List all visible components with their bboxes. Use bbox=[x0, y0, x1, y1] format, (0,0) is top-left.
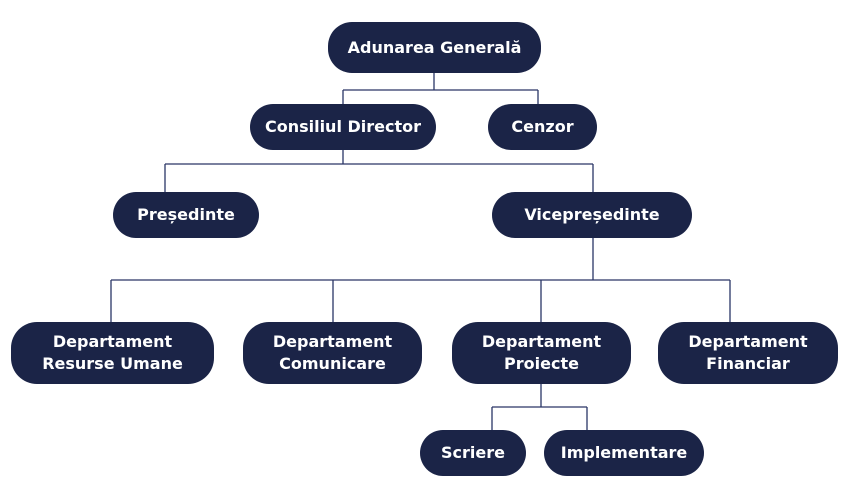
node-dept-communication-line2: Comunicare bbox=[279, 354, 386, 373]
connector-vice-president bbox=[110, 238, 731, 322]
node-dept-finance: Departament Financiar bbox=[658, 322, 838, 384]
node-dept-projects-line2: Proiecte bbox=[504, 354, 579, 373]
node-writing: Scriere bbox=[420, 430, 526, 476]
node-dept-finance-line1: Departament bbox=[688, 332, 808, 351]
connector-board bbox=[164, 150, 594, 192]
node-implementation: Implementare bbox=[544, 430, 704, 476]
node-board: Consiliul Director bbox=[250, 104, 436, 150]
node-dept-projects: Departament Proiecte bbox=[452, 322, 631, 384]
node-general-assembly: Adunarea Generală bbox=[328, 22, 541, 73]
node-dept-finance-line2: Financiar bbox=[706, 354, 790, 373]
node-dept-projects-line1: Departament bbox=[481, 332, 602, 351]
node-dept-communication-line1: Departament bbox=[272, 332, 393, 351]
connector-projects bbox=[491, 384, 588, 430]
node-auditor: Cenzor bbox=[488, 104, 597, 150]
node-vice-president: Vicepreședinte bbox=[492, 192, 692, 238]
node-dept-hr: Departament Resurse Umane bbox=[11, 322, 214, 384]
node-president: Președinte bbox=[113, 192, 259, 238]
node-dept-hr-line1: Departament bbox=[52, 332, 173, 351]
node-dept-communication: Departament Comunicare bbox=[243, 322, 422, 384]
connector-assembly bbox=[342, 73, 539, 104]
node-dept-hr-line2: Resurse Umane bbox=[42, 354, 183, 373]
